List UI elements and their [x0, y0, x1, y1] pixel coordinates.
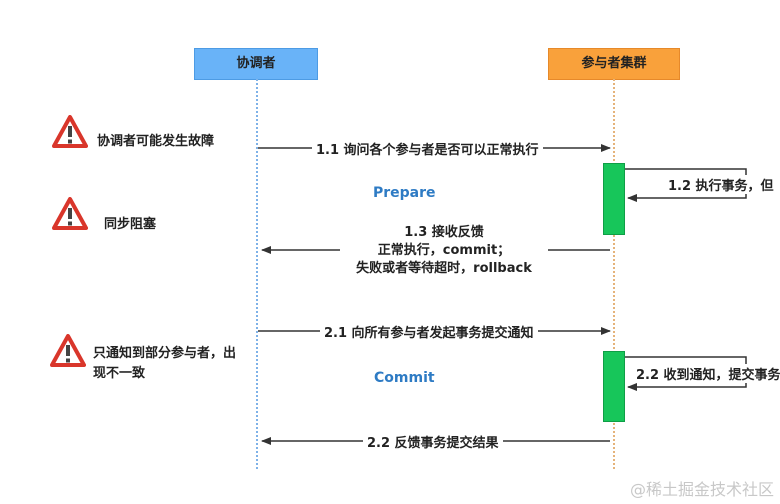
- message-1-3: 1.3 接收反馈 正常执行，commit； 失败或者等待超时，rollback: [340, 224, 548, 278]
- warning-text-coordinator-failure: 协调者可能发生故障: [97, 134, 215, 149]
- warning-icon: [52, 115, 88, 148]
- phase-prepare: Prepare: [373, 185, 436, 201]
- watermark: @稀土掘金技术社区: [629, 480, 774, 499]
- message-1-3-line3: 失败或者等待超时，rollback: [356, 261, 532, 276]
- warning-text-partial-notify-line1: 只通知到部分参与者，出: [93, 346, 237, 361]
- activation-bar-commit: [603, 351, 625, 422]
- warning-text-partial-notify-line2: 现不一致: [93, 366, 146, 381]
- warning-text-partial-notify: 只通知到部分参与者，出 现不一致: [93, 344, 236, 384]
- participant-coordinator: 协调者: [194, 48, 318, 80]
- message-1-1: 1.1 询问各个参与者是否可以正常执行: [312, 139, 543, 158]
- message-2-1: 2.1 向所有参与者发起事务提交通知: [320, 322, 538, 341]
- activation-bar-prepare: [603, 163, 625, 235]
- phase-commit: Commit: [374, 370, 435, 386]
- message-1-3-line2: 正常执行，commit；: [377, 243, 511, 258]
- message-2-2-self: 2.2 收到通知，提交事务: [632, 364, 780, 383]
- message-2-2-return: 2.2 反馈事务提交结果: [363, 432, 503, 451]
- warning-text-sync-blocking: 同步阻塞: [104, 217, 157, 232]
- coordinator-lifeline: [256, 79, 258, 469]
- warning-icon: [50, 334, 86, 367]
- participant-cluster: 参与者集群: [548, 48, 680, 80]
- cluster-lifeline: [613, 79, 615, 469]
- message-1-2: 1.2 执行事务，但: [664, 175, 778, 194]
- message-1-3-line1: 1.3 接收反馈: [404, 225, 484, 240]
- warning-icon: [52, 197, 88, 230]
